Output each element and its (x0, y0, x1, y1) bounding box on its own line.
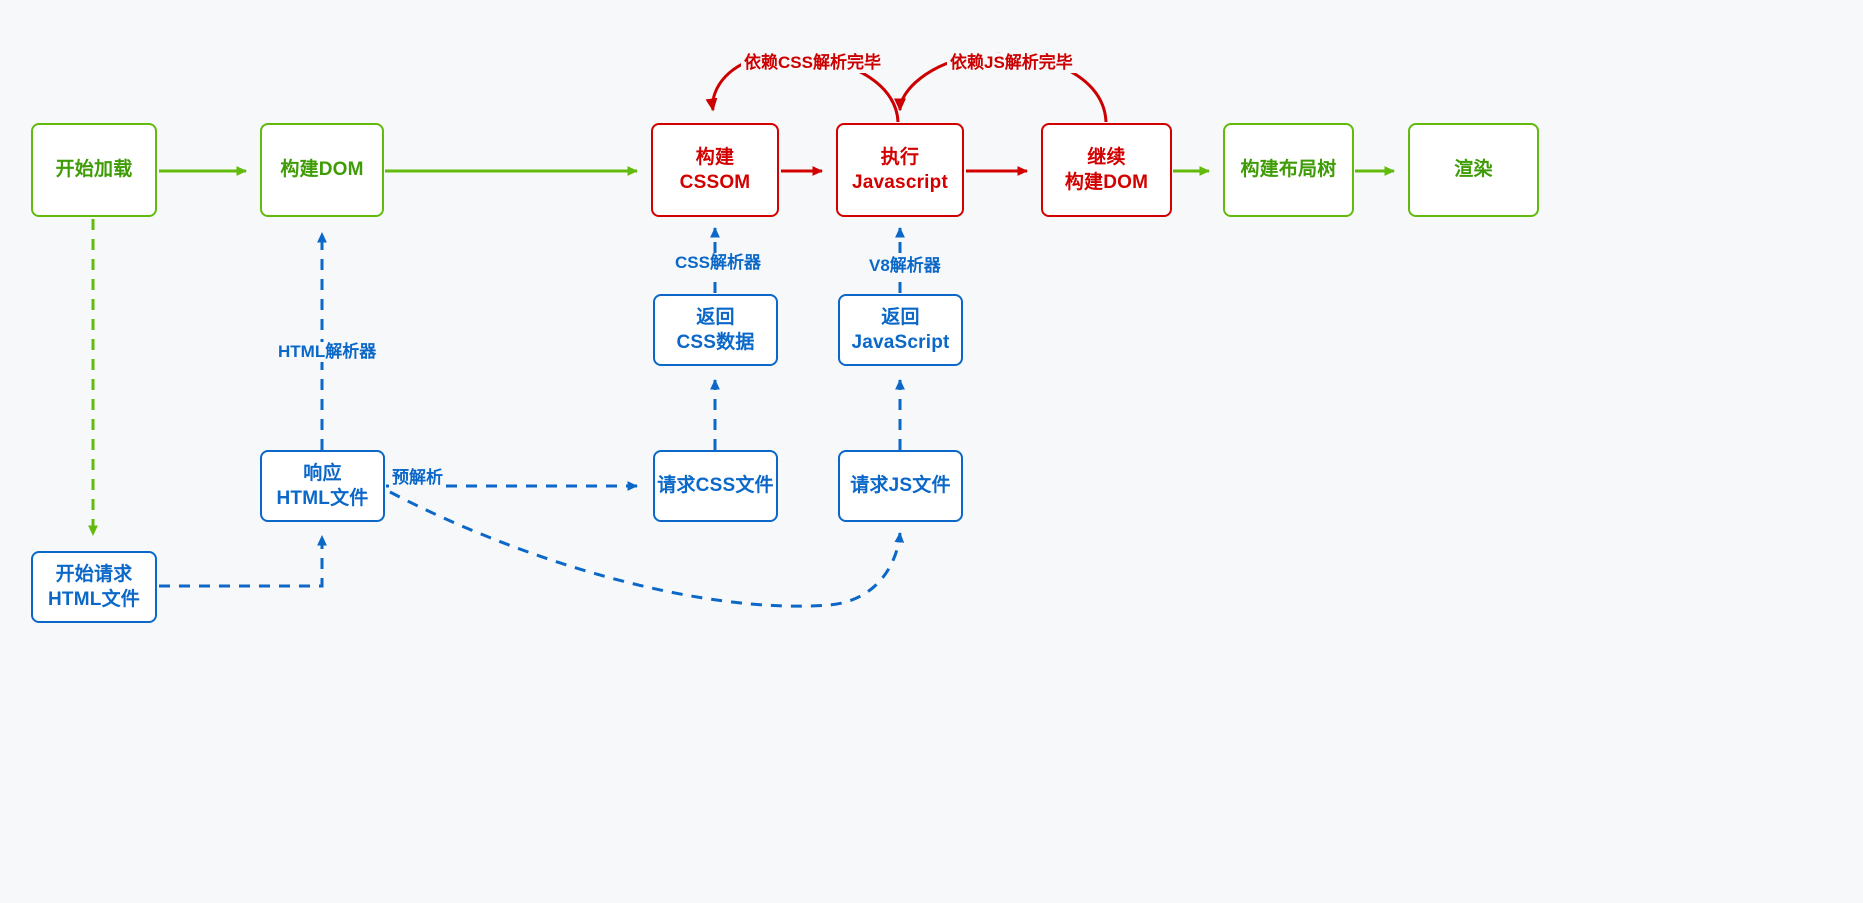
node-exec-javascript[interactable]: 执行 Javascript (836, 123, 964, 217)
node-build-layout-tree[interactable]: 构建布局树 (1223, 123, 1354, 217)
node-return-javascript[interactable]: 返回 JavaScript (838, 294, 963, 366)
node-response-html-label: 响应 HTML文件 (276, 462, 369, 509)
node-build-dom[interactable]: 构建DOM (260, 123, 384, 217)
node-start-load[interactable]: 开始加载 (31, 123, 157, 217)
node-return-css-data-label: 返回 CSS数据 (676, 306, 755, 353)
node-response-html[interactable]: 响应 HTML文件 (260, 450, 385, 522)
node-render-label: 渲染 (1454, 159, 1493, 181)
node-request-html-file-label: 开始请求 HTML文件 (48, 563, 140, 610)
node-request-js-file-label: 请求JS文件 (850, 475, 951, 497)
node-continue-build-dom-label: 继续 构建DOM (1064, 146, 1149, 193)
node-render[interactable]: 渲染 (1408, 123, 1539, 217)
node-start-load-label: 开始加载 (55, 159, 133, 181)
node-request-css-file[interactable]: 请求CSS文件 (653, 450, 778, 522)
edge-label-dep-js-parsed: 依赖JS解析完毕 (947, 53, 1076, 73)
node-build-cssom[interactable]: 构建 CSSOM (651, 123, 779, 217)
node-exec-javascript-label: 执行 Javascript (851, 146, 948, 193)
node-build-layout-tree-label: 构建布局树 (1240, 159, 1337, 181)
edge-preparse-to-request-js (389, 490, 905, 608)
node-request-js-file[interactable]: 请求JS文件 (838, 450, 963, 522)
edge-label-html-parser: HTML解析器 (275, 342, 380, 362)
node-build-dom-label: 构建DOM (280, 159, 364, 181)
edge-label-dep-css-parsed: 依赖CSS解析完毕 (741, 53, 884, 73)
edge-label-v8-parser: V8解析器 (866, 256, 944, 276)
node-return-css-data[interactable]: 返回 CSS数据 (653, 294, 778, 366)
node-build-cssom-label: 构建 CSSOM (679, 146, 751, 193)
node-request-html-file[interactable]: 开始请求 HTML文件 (31, 551, 157, 623)
edge-label-css-parser: CSS解析器 (672, 253, 764, 273)
edge-request-html-to-response-html (159, 535, 327, 588)
edge-label-pre-parse: 预解析 (389, 468, 446, 488)
node-continue-build-dom[interactable]: 继续 构建DOM (1041, 123, 1172, 217)
node-request-css-file-label: 请求CSS文件 (657, 475, 774, 497)
node-return-javascript-label: 返回 JavaScript (851, 306, 950, 353)
